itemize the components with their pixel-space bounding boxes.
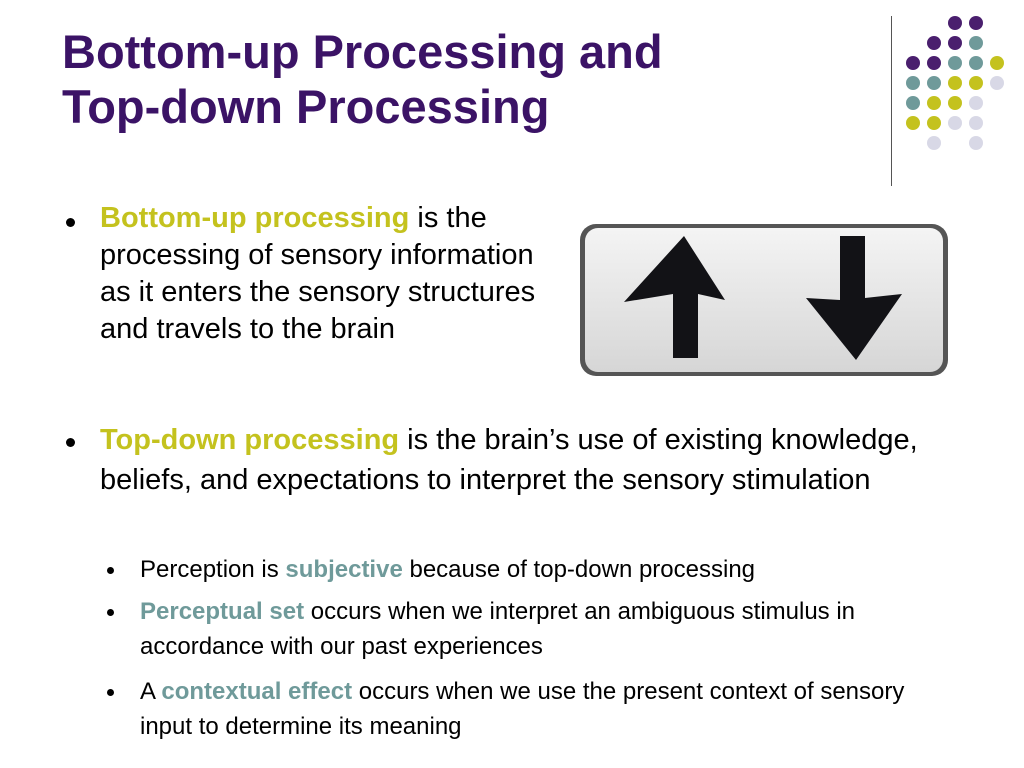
sub-bullet-marker (107, 609, 114, 616)
term-perceptual-set: Perceptual set (140, 598, 305, 625)
header-divider (891, 16, 892, 186)
decor-dot (906, 96, 920, 110)
decor-dot (969, 116, 983, 130)
decor-dot (927, 96, 941, 110)
decor-dot (927, 56, 941, 70)
sub-text: A (140, 678, 162, 705)
decor-dot (948, 116, 962, 130)
bullet-marker (66, 438, 75, 447)
decor-dot (927, 116, 941, 130)
slide-title-line-1: Bottom-up Processing and (62, 25, 663, 78)
decor-dot (906, 116, 920, 130)
decor-dot (969, 76, 983, 90)
bullet-top-down: Top-down processing is the brain’s use o… (100, 420, 980, 500)
sub-text: occurs when we interpret an ambiguous st… (140, 598, 856, 660)
sub-bullet-perceptual-set: Perceptual set occurs when we interpret … (140, 594, 960, 664)
sub-text: occurs when we use the present context o… (140, 678, 905, 740)
sub-text: because of top-down processing (402, 556, 756, 583)
decor-dot (990, 56, 1004, 70)
slide-title: Bottom-up Processing and Top-down Proces… (62, 24, 862, 134)
bullet-marker (66, 218, 75, 227)
decor-dot (948, 36, 962, 50)
up-arrow-icon (624, 236, 725, 358)
decor-dot (948, 16, 962, 30)
decor-dot (948, 96, 962, 110)
decor-dot (906, 56, 920, 70)
term-bottom-up: Bottom-up processing (100, 202, 410, 234)
term-contextual-effect: contextual effect (161, 678, 353, 705)
bullet-bottom-up-text: is the processing of sensory information… (100, 202, 536, 345)
decor-dot (927, 136, 941, 150)
bullet-top-down-text: is the brain’s use of existing knowledge… (100, 424, 918, 496)
decor-dot (990, 76, 1004, 90)
decor-dot (927, 36, 941, 50)
decor-dot (927, 76, 941, 90)
decor-dot (969, 96, 983, 110)
term-top-down: Top-down processing (100, 424, 400, 456)
decor-dot (969, 16, 983, 30)
sub-bullet-marker (107, 689, 114, 696)
decor-dot (948, 56, 962, 70)
decor-dot (969, 136, 983, 150)
decor-dot (969, 56, 983, 70)
sub-bullet-marker (107, 567, 114, 574)
dot-grid-icon (906, 16, 1004, 150)
decor-dot (906, 76, 920, 90)
up-down-arrows-icon (580, 224, 948, 376)
down-arrow-icon (806, 236, 902, 360)
decor-dot (969, 36, 983, 50)
sub-text: Perception is (140, 556, 286, 583)
sub-bullet-subjective: Perception is subjective because of top-… (140, 552, 960, 587)
bullet-bottom-up: Bottom-up processing is the processing o… (100, 200, 570, 348)
sub-bullet-contextual-effect: A contextual effect occurs when we use t… (140, 674, 960, 744)
term-subjective: subjective (285, 556, 403, 583)
slide-title-line-2: Top-down Processing (62, 80, 550, 133)
decor-dot (948, 76, 962, 90)
